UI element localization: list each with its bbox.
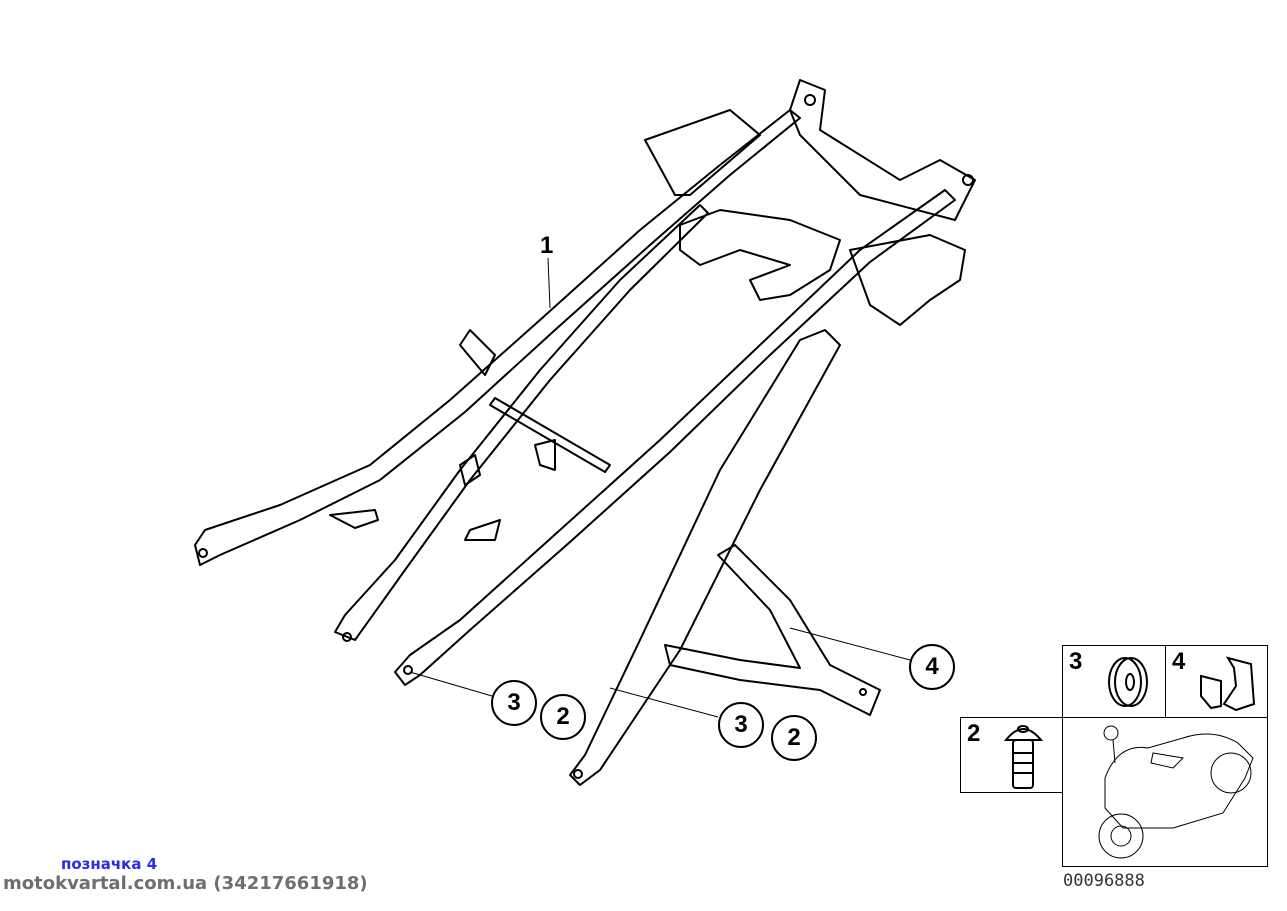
callout-2-left[interactable]: 2 [540,694,586,740]
screw-icon [1003,725,1044,789]
left-inner-rail [334,204,709,641]
callout-3-right[interactable]: 3 [718,702,764,748]
motorcycle-icon [1098,725,1254,859]
right-bracket [849,234,966,326]
lower-brace [664,544,881,716]
callout-4[interactable]: 4 [909,644,955,690]
left-outer-rail [194,109,801,566]
watermark-site: motokvartal.com.ua (34217661918) [3,873,368,894]
leader-1 [547,257,551,309]
washer-icon [1108,657,1148,707]
callout-2-right[interactable]: 2 [771,715,817,761]
part-label-1: 1 [540,232,554,259]
callout-3-left[interactable]: 3 [491,680,537,726]
leader-3-left [409,671,493,697]
leader-3-right [609,687,719,718]
motorcycle-reference-box [1062,717,1268,867]
cross-bar [489,397,611,473]
rear-bracket [644,109,761,196]
clip-icon [1200,656,1256,712]
diagonal-strut [569,329,841,786]
legend-number: 4 [1172,648,1186,675]
legend-number: 3 [1069,648,1083,675]
leader-4 [789,627,911,661]
legend-box-3[interactable]: 3 [1062,645,1166,718]
mid-plate [679,209,841,301]
image-number: 00096888 [1063,871,1145,891]
legend-number: 2 [967,720,981,747]
top-cross-tube [789,79,976,221]
legend-box-2[interactable]: 2 [960,717,1063,793]
legend-box-4[interactable]: 4 [1165,645,1268,718]
right-outer-rail [394,189,956,686]
watermark-tag: позначка 4 [61,855,158,873]
